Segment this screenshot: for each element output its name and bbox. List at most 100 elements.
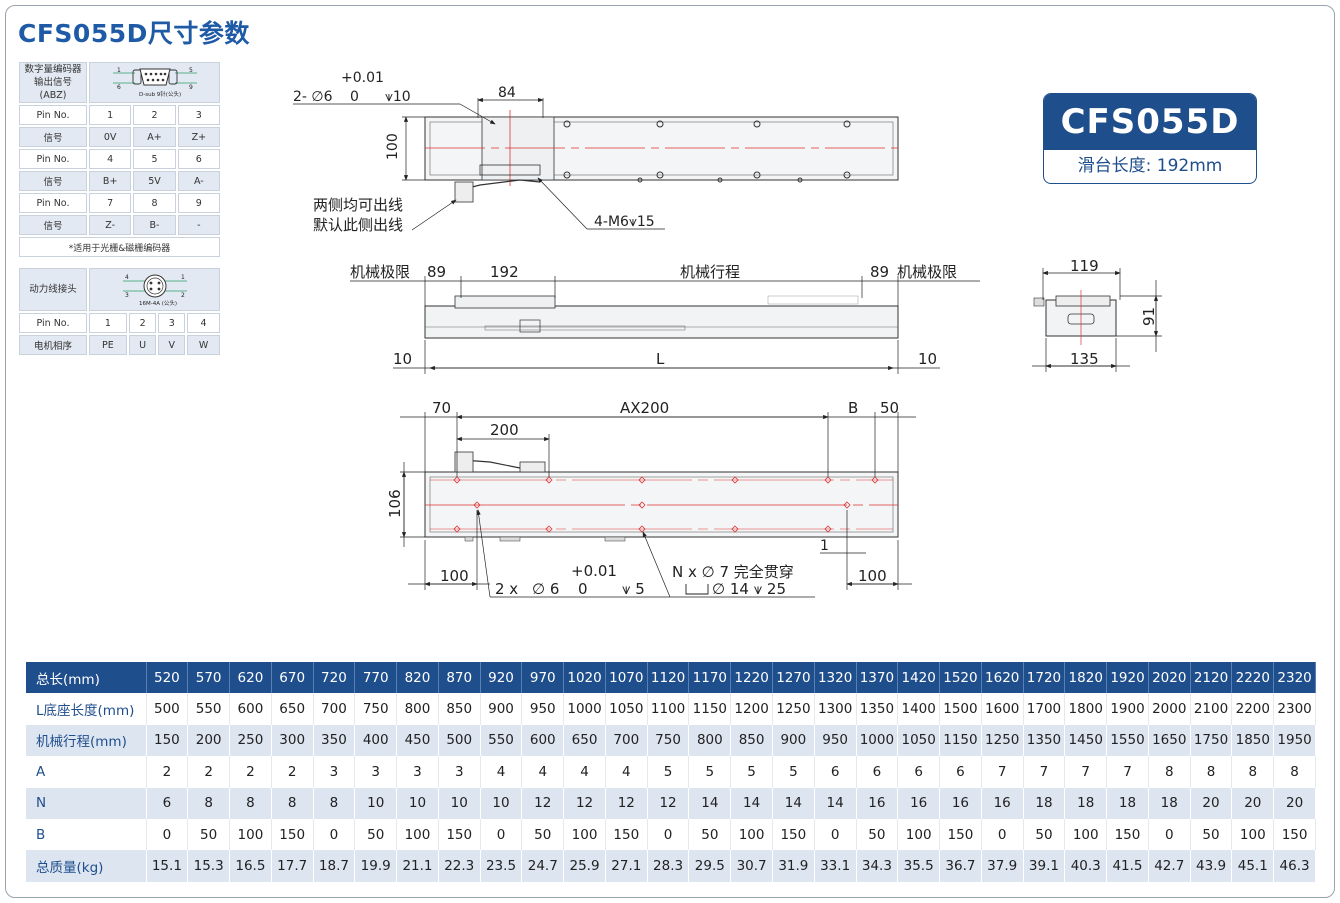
spec-cell: 550: [480, 724, 523, 757]
svg-text:∅ 6: ∅ 6: [532, 580, 559, 598]
svg-text:机械行程: 机械行程: [680, 263, 740, 281]
spec-cell: 1550: [1106, 724, 1149, 757]
spec-cell: 46.3: [1273, 850, 1316, 882]
spec-cell: 18.7: [313, 850, 356, 882]
end-view: 119 135 91: [1032, 257, 1162, 372]
spec-cell: 12: [563, 787, 606, 819]
spec-cell: 8: [1190, 756, 1233, 788]
spec-cell: 500: [438, 724, 481, 757]
spec-cell: 12: [605, 787, 648, 819]
spec-cell: 22.3: [438, 850, 481, 882]
svg-text:0: 0: [578, 580, 588, 598]
spec-cell: 150: [438, 818, 481, 851]
spec-cell: 800: [688, 724, 732, 757]
spec-cell: 14: [814, 787, 857, 819]
spec-cell: 850: [438, 693, 481, 725]
spec-cell: 16: [856, 787, 899, 819]
phase-cell: W: [187, 335, 220, 355]
spec-cell: 150: [1106, 818, 1149, 851]
spec-cell: 1820: [1064, 662, 1108, 694]
spec-cell: 8: [187, 787, 231, 819]
svg-text:119: 119: [1070, 257, 1099, 275]
spec-cell: 150: [1273, 818, 1316, 851]
spec-cell: 43.9: [1190, 850, 1233, 882]
spec-cell: 30.7: [730, 850, 773, 882]
signal-label: 信号: [19, 127, 87, 147]
spec-cell: 8: [1273, 756, 1316, 788]
spec-cell: 520: [146, 662, 189, 694]
spec-cell: 100: [897, 818, 941, 851]
svg-text:两侧均可出线: 两侧均可出线: [313, 196, 403, 214]
spec-cell: 1150: [688, 693, 732, 725]
svg-text:2: 2: [181, 292, 185, 299]
spec-cell: 1170: [688, 662, 732, 694]
svg-text:135: 135: [1070, 350, 1099, 368]
spec-cell: 650: [563, 724, 606, 757]
spec-cell: 8: [229, 787, 272, 819]
svg-text:89: 89: [870, 263, 889, 281]
spec-cell: 20: [1273, 787, 1316, 819]
spec-cell: 3: [396, 756, 439, 788]
spec-cell: 4: [605, 756, 648, 788]
spec-cell: 1050: [605, 693, 648, 725]
spec-cell: 4: [480, 756, 523, 788]
svg-text:16M-4A (公头): 16M-4A (公头): [139, 299, 177, 307]
spec-cell: 1800: [1064, 693, 1108, 725]
spec-cell: 2220: [1231, 662, 1275, 694]
spec-cell: 600: [229, 693, 272, 725]
spec-cell: 2000: [1148, 693, 1191, 725]
signal-cell: A+: [133, 127, 176, 147]
signal-cell: 5V: [133, 171, 176, 191]
spec-cell: 1920: [1106, 662, 1149, 694]
spec-cell: 50: [521, 818, 565, 851]
svg-text:100: 100: [440, 567, 469, 585]
spec-cell: 41.5: [1106, 850, 1149, 882]
spec-cell: 1020: [563, 662, 606, 694]
spec-cell: 850: [730, 724, 773, 757]
signal-cell: Z+: [177, 127, 220, 147]
model-badge: CFS055D 滑台长度: 192mm: [1043, 93, 1257, 184]
spec-cell: 970: [521, 662, 565, 694]
signal-cell: -: [177, 215, 220, 235]
slide-length: 滑台长度: 192mm: [1077, 156, 1223, 176]
spec-cell: 33.1: [814, 850, 857, 882]
spec-cell: 18: [1106, 787, 1149, 819]
spec-cell: 0: [480, 818, 523, 851]
signal-cell: 0V: [89, 127, 132, 147]
spec-cell: 16: [897, 787, 941, 819]
model-name: CFS055D: [1044, 94, 1256, 150]
spec-cell: 29.5: [688, 850, 732, 882]
spec-cell: 2: [229, 756, 272, 788]
spec-cell: 1250: [981, 724, 1024, 757]
svg-text:D-sub 9针(公头): D-sub 9针(公头): [139, 90, 181, 98]
power-connector: 4 3 1 2 16M-4A (公头): [89, 268, 220, 311]
spec-cell: 8: [271, 787, 314, 819]
svg-text:91: 91: [1140, 307, 1158, 326]
spec-cell: 8: [1148, 756, 1191, 788]
spec-cell: 5: [688, 756, 732, 788]
spec-cell: 39.1: [1023, 850, 1066, 882]
spec-cell: 16: [939, 787, 982, 819]
encoder-header: 数字量编码器输出信号(ABZ): [19, 62, 87, 103]
spec-cell: 3: [354, 756, 398, 788]
spec-cell: 16.5: [229, 850, 272, 882]
spec-cell: 750: [647, 724, 690, 757]
spec-cell: 0: [313, 818, 356, 851]
spec-cell: 0: [647, 818, 690, 851]
spec-cell: 570: [187, 662, 231, 694]
spec-cell: 100: [396, 818, 439, 851]
spec-cell: 450: [396, 724, 439, 757]
spec-cell: 870: [438, 662, 481, 694]
spec-cell: 42.7: [1148, 850, 1191, 882]
svg-text:2 x: 2 x: [495, 580, 518, 598]
svg-text:10: 10: [918, 350, 937, 368]
spec-cell: 1700: [1023, 693, 1066, 725]
page-title: CFS055D尺寸参数: [18, 19, 250, 48]
svg-text:1: 1: [117, 67, 121, 74]
spec-cell: 150: [772, 818, 815, 851]
spec-cell: 36.7: [939, 850, 982, 882]
